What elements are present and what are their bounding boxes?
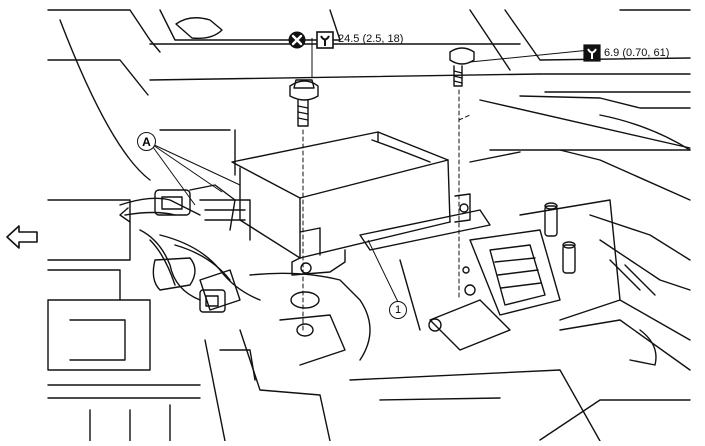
torque-spec-right: 6.9 (0.70, 61) <box>604 47 670 59</box>
lower-bracket <box>204 266 601 442</box>
torque-spec-left: 24.5 (2.5, 18) <box>338 33 404 45</box>
control-module <box>231 131 491 276</box>
left-frame-lines <box>47 199 201 442</box>
bolt-right <box>449 47 475 87</box>
torque-wrench-icon <box>316 31 334 49</box>
cross-circle-icon <box>288 31 306 49</box>
wire-harness <box>119 184 261 313</box>
leader-lines <box>149 38 591 303</box>
callout-a: A <box>137 132 156 151</box>
floor-panel-lines <box>47 9 691 201</box>
callout-1-label: 1 <box>394 303 402 316</box>
callout-1: 1 <box>389 301 407 319</box>
install-guide-lines <box>302 89 471 331</box>
torque-wrench-icon <box>583 44 601 62</box>
front-arrow-icon <box>6 225 38 249</box>
right-bracket <box>399 199 691 441</box>
callout-a-label: A <box>142 134 151 149</box>
bolt-left <box>289 79 319 127</box>
